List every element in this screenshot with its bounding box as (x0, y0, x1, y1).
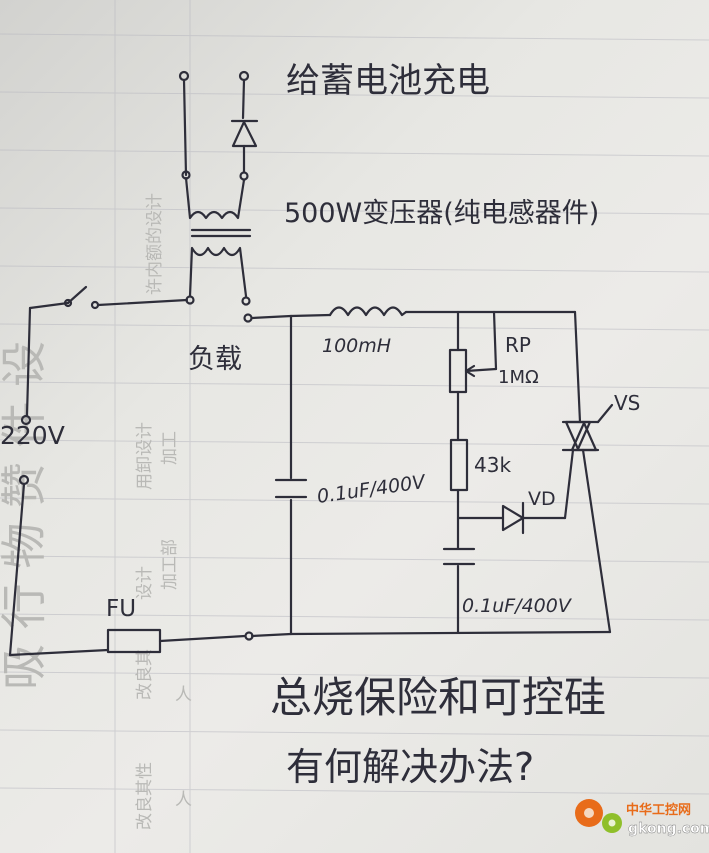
pot-label: RP (505, 333, 531, 357)
bleed-through-text: 吸 行 物 赞 件 设 许内额的设计 用卸设计 加工 设计 加工部 改良其 人 … (0, 193, 192, 830)
ghost-col-bottom2: 人 (175, 790, 192, 810)
ghost-col-mid1: 用卸设计 (135, 422, 155, 490)
diode-label: VD (528, 488, 556, 510)
trigger-diode (501, 501, 525, 535)
transformer-label: 500W变压器(纯电感器件) (284, 198, 599, 229)
load-switch (28, 285, 189, 310)
labels: 给蓄电池充电 500W变压器(纯电感器件) 负载 220V FU 100mH 0… (0, 61, 640, 789)
gear-logo-icon (575, 799, 622, 833)
rectifier-diode (230, 119, 259, 174)
watermark-url: gkong.com (628, 821, 709, 837)
circuit-rails (243, 310, 612, 636)
battery-terminals (178, 70, 250, 177)
mains-wiring (8, 306, 110, 657)
resistor-label: 43k (474, 453, 511, 477)
watermark: 中华工控网 gkong.com (575, 799, 709, 837)
capacitor-1 (274, 478, 308, 499)
inductor-label: 100mH (322, 335, 391, 357)
ghost-col-mid1b: 加工 (160, 431, 180, 465)
triac-label: VS (614, 391, 640, 415)
cap2-label: 0.1uF/400V (462, 595, 573, 617)
transformer (181, 170, 252, 306)
triac (561, 403, 614, 452)
watermark-cn: 中华工控网 (626, 802, 691, 818)
cap1-label: 0.1uF/400V (316, 471, 429, 508)
fuse-label: FU (106, 596, 136, 622)
fuse (106, 628, 293, 654)
switch-label: 负载 (188, 344, 242, 375)
ghost-col-low2: 人 (175, 685, 192, 705)
inductor (328, 306, 408, 317)
question-line-2: 有何解决办法? (286, 745, 534, 789)
ghost-col-mid2: 设计 (135, 566, 155, 600)
resistor (449, 438, 469, 492)
ghost-col-bottom: 改良其性 (135, 762, 155, 830)
ghost-col-low: 改良其 (135, 649, 155, 700)
capacitor-2 (442, 547, 476, 566)
ghost-col-mid2b: 加工部 (160, 539, 180, 590)
mains-label: 220V (0, 421, 65, 450)
ghost-col-top: 许内额的设计 (145, 193, 165, 295)
title-text: 给蓄电池充电 (286, 61, 490, 101)
ghost-big-vertical: 吸 行 物 赞 件 设 (0, 341, 51, 690)
question-line-1: 总烧保险和可控硅 (270, 673, 606, 722)
potentiometer (448, 310, 498, 394)
pot-value: 1MΩ (498, 367, 539, 388)
